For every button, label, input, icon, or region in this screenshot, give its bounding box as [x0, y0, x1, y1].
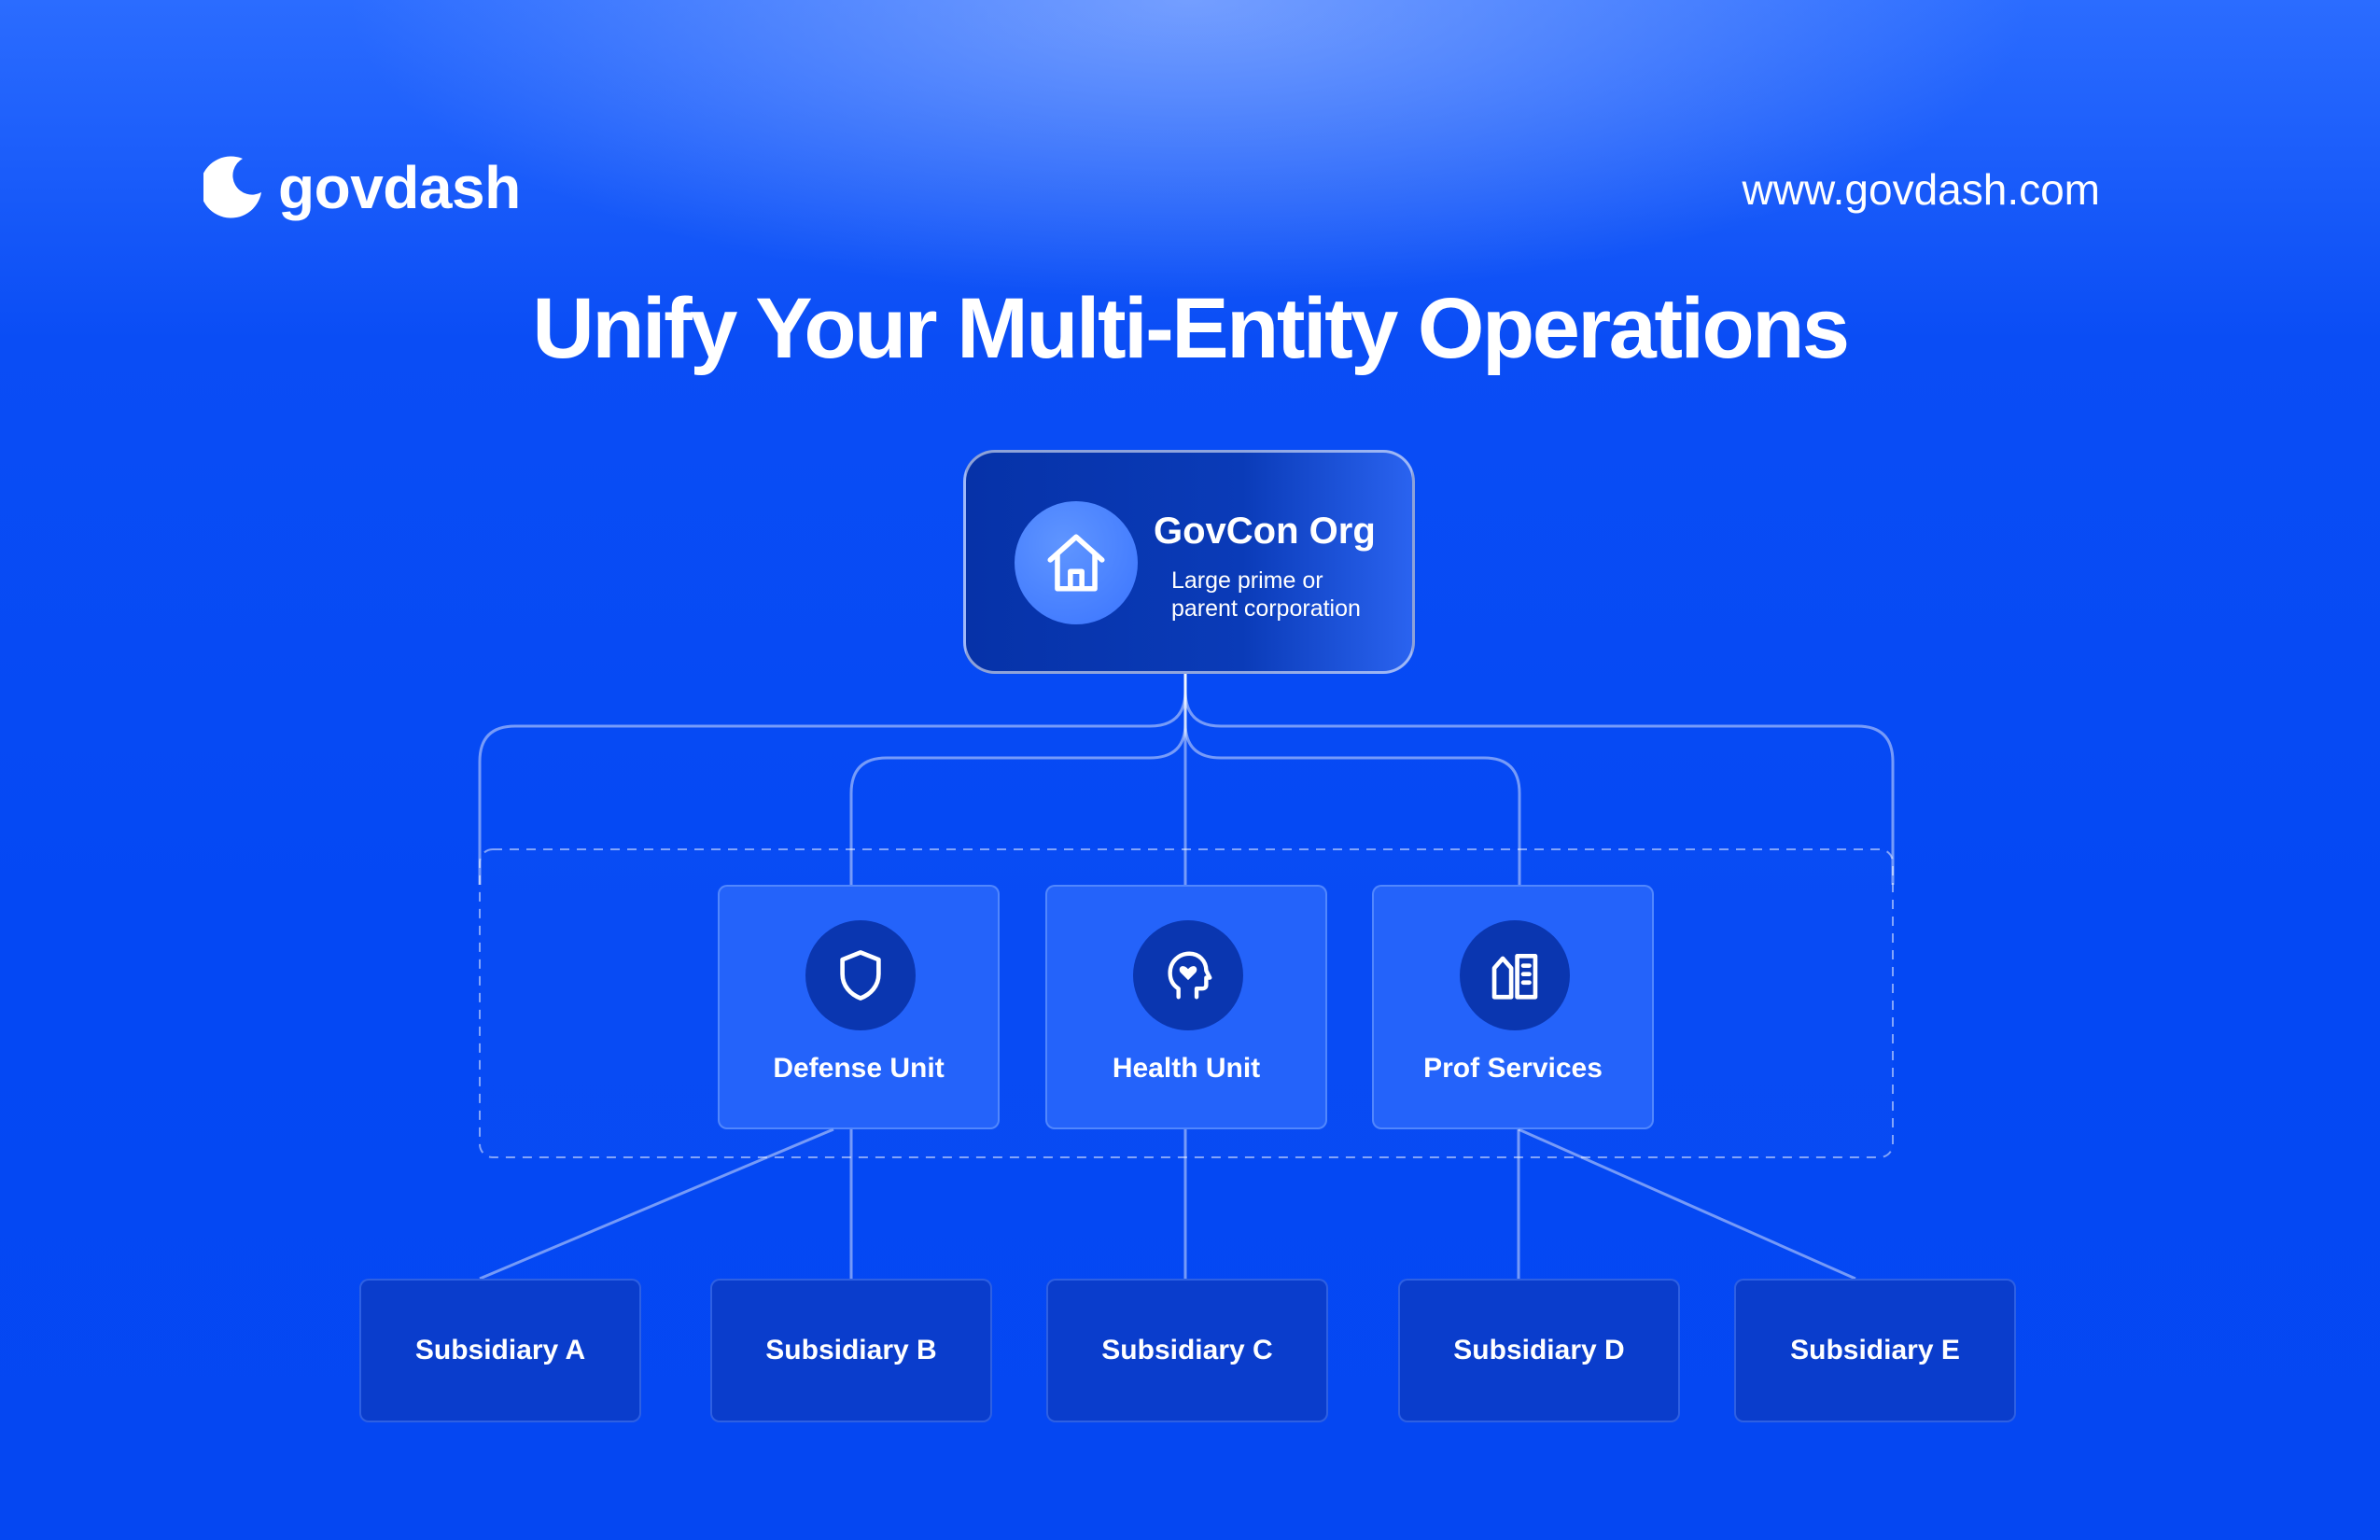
subsidiary-node-a: Subsidiary A [359, 1279, 641, 1422]
subsidiary-node-b: Subsidiary B [710, 1279, 992, 1422]
subsidiary-node-e: Subsidiary E [1734, 1279, 2016, 1422]
root-node-title: GovCon Org [1154, 511, 1376, 552]
units-group-frame [479, 848, 1894, 1158]
unit-label: Defense Unit [773, 1053, 945, 1084]
house-icon [1015, 501, 1138, 624]
brand-name: govdash [278, 154, 521, 221]
website-url: www.govdash.com [1742, 165, 2101, 214]
shield-icon [805, 920, 916, 1030]
govdash-logo: govdash [203, 154, 521, 221]
unit-label: Prof Services [1423, 1053, 1603, 1084]
unit-node-prof-services: Prof Services [1372, 885, 1654, 1129]
buildings-icon [1460, 920, 1570, 1030]
root-node-subtitle-line-1: Large prime or [1171, 567, 1323, 594]
unit-node-defense: Defense Unit [718, 885, 1000, 1129]
subsidiary-node-d: Subsidiary D [1398, 1279, 1680, 1422]
head-heart-icon [1133, 920, 1243, 1030]
root-node-govcon-org: GovCon Org Large prime or parent corpora… [963, 450, 1415, 674]
subsidiary-node-c: Subsidiary C [1046, 1279, 1328, 1422]
root-node-subtitle: Large prime or parent corporation [1171, 567, 1395, 623]
page-title: Unify Your Multi-Entity Operations [532, 281, 1850, 376]
unit-node-health: Health Unit [1045, 885, 1327, 1129]
crescent-logo-icon [203, 156, 261, 218]
root-node-subtitle-line-2: parent corporation [1171, 595, 1361, 622]
unit-label: Health Unit [1112, 1053, 1261, 1084]
